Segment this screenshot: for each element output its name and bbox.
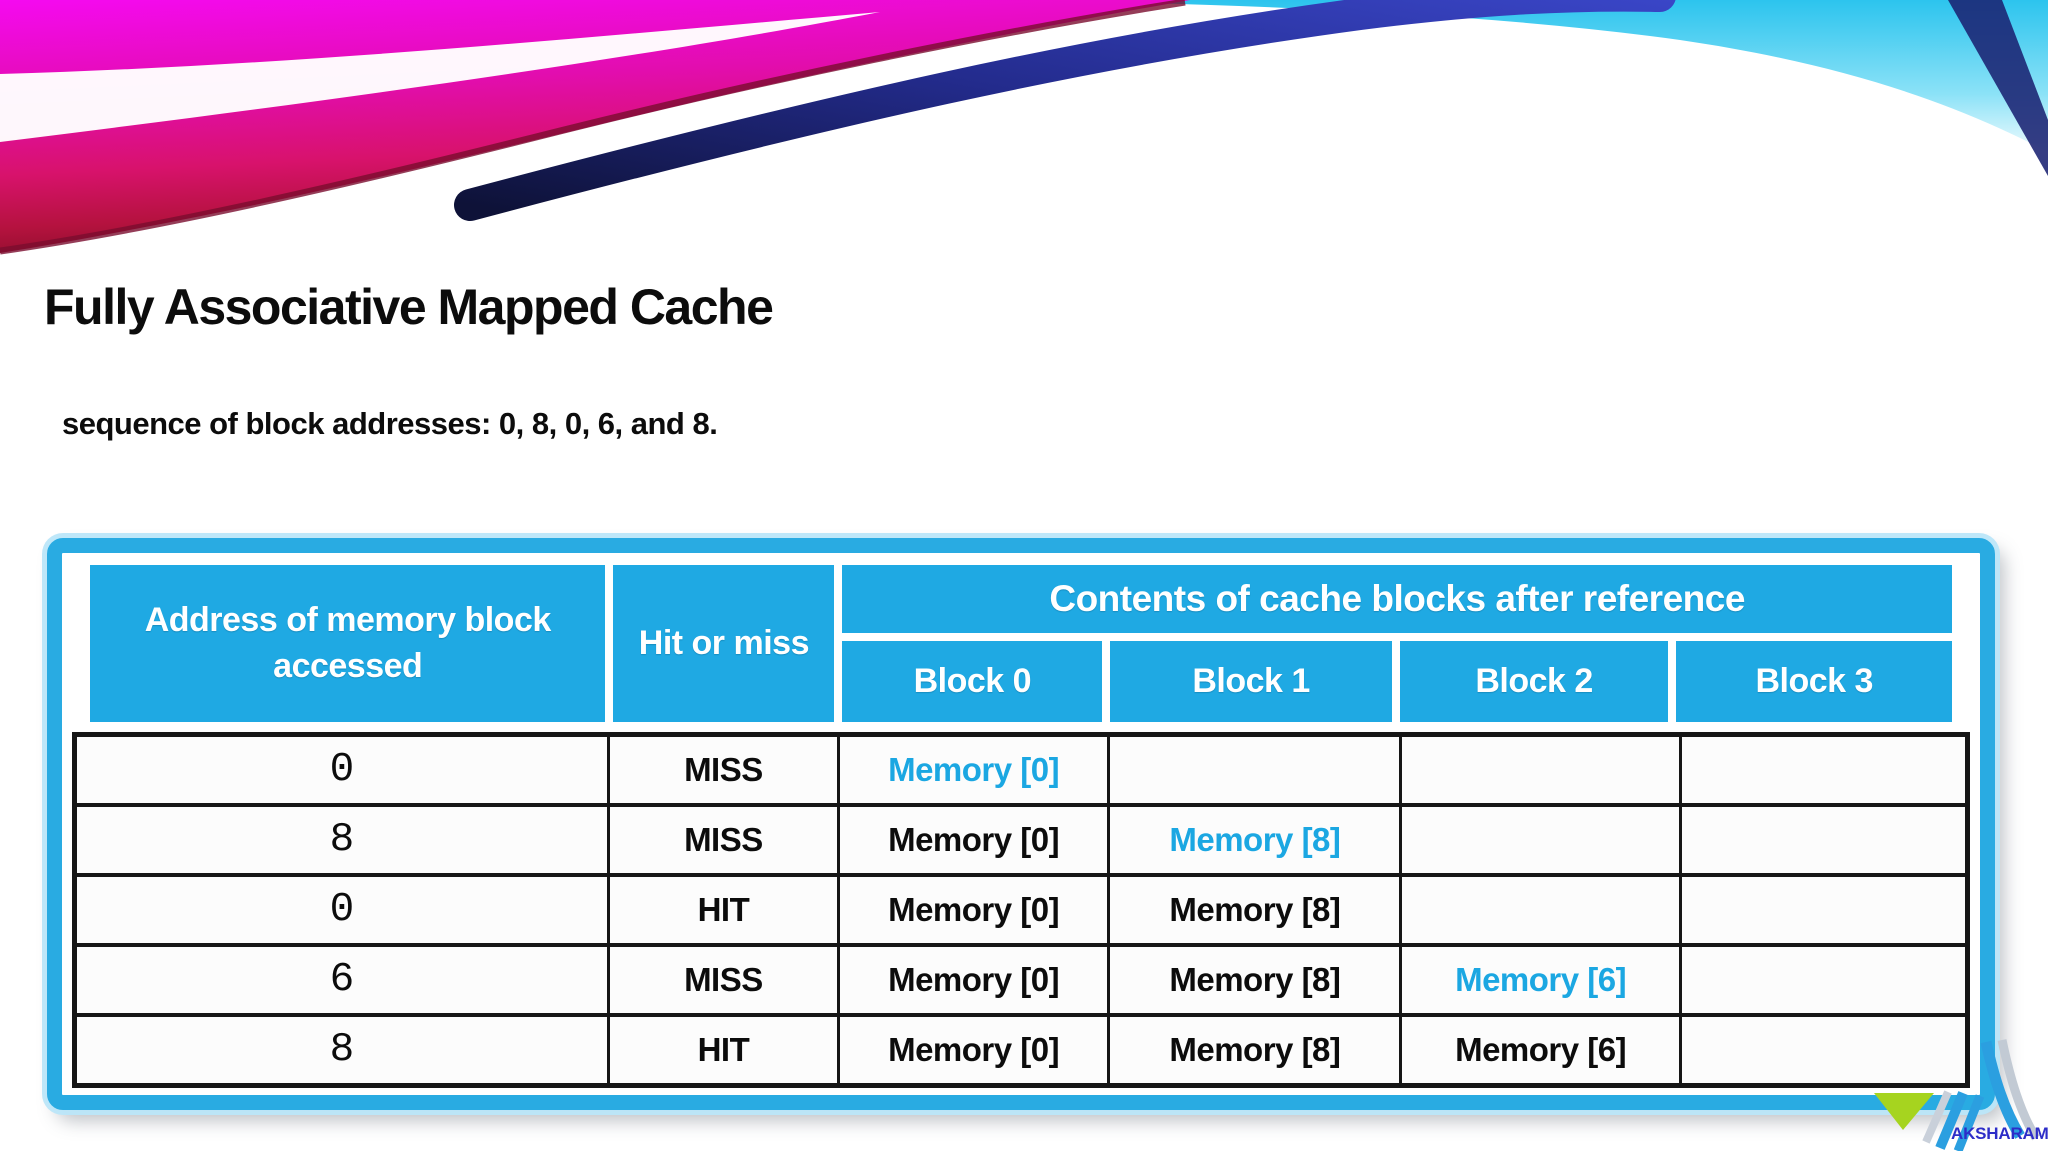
row-3-block-1-cell: Memory [8]	[1110, 947, 1400, 1013]
subtitle-sequence: sequence of block addresses: 0, 8, 0, 6,…	[62, 406, 718, 441]
row-4-block-1-cell: Memory [8]	[1110, 1017, 1400, 1083]
row-0-block-0-cell: Memory [0]	[839, 737, 1108, 803]
header-block-3: Block 3	[1676, 641, 1952, 722]
row-0-block-2-cell	[1402, 737, 1679, 803]
row-1-block-2-cell	[1402, 807, 1679, 873]
aksharam-logo-icon	[1874, 1039, 2040, 1151]
wave-graphic	[0, 0, 2048, 255]
row-0-hit-miss-cell: MISS	[609, 737, 837, 803]
logo-blue-tall-stroke	[1980, 1040, 2025, 1139]
row-2-block-1-cell: Memory [8]	[1110, 877, 1400, 943]
row-2-hit-miss-cell: HIT	[609, 877, 837, 943]
row-4-block-3-cell	[1681, 1017, 1965, 1083]
header-block-1: Block 1	[1110, 641, 1392, 722]
row-1-block-3-cell	[1681, 807, 1965, 873]
row-4-hit-miss-cell: HIT	[609, 1017, 837, 1083]
row-1-block-1-cell: Memory [8]	[1110, 807, 1400, 873]
logo-gray-slash	[1922, 1090, 1952, 1144]
cache-table-frame: Address of memory block accessed Hit or …	[47, 538, 1995, 1110]
cache-table-header: Address of memory block accessed Hit or …	[90, 565, 1952, 722]
wave-corner-stripe	[1948, 0, 2048, 176]
header-block-2: Block 2	[1399, 641, 1669, 722]
header-contents: Contents of cache blocks after reference	[842, 565, 1952, 633]
row-1-address-cell: 8	[77, 807, 607, 873]
row-4-block-0-cell: Memory [0]	[839, 1017, 1108, 1083]
header-block-0: Block 0	[842, 641, 1103, 722]
row-4-block-2-cell: Memory [6]	[1402, 1017, 1679, 1083]
wave-crimson-edge	[0, 0, 1186, 255]
row-0-address-cell: 0	[77, 737, 607, 803]
row-2-block-0-cell: Memory [0]	[839, 877, 1108, 943]
aksharam-logo-text: AKSHARAM	[1951, 1124, 2048, 1143]
logo-green-triangle	[1874, 1093, 1934, 1130]
wave-cyan-band	[1005, 0, 2048, 152]
row-2-block-3-cell	[1681, 877, 1965, 943]
logo-blue-slash-1	[1935, 1091, 1968, 1150]
row-4-address-cell: 8	[77, 1017, 607, 1083]
logo-blue-slash-2	[1953, 1094, 1985, 1151]
wave-white-swoosh	[0, 12, 880, 142]
row-2-address-cell: 0	[77, 877, 607, 943]
row-0-block-1-cell	[1110, 737, 1400, 803]
logo-gray-tall-stroke	[1997, 1039, 2040, 1141]
wave-navy-ribbon	[454, 0, 1676, 221]
row-3-block-3-cell	[1681, 947, 1965, 1013]
row-1-block-0-cell: Memory [0]	[839, 807, 1108, 873]
page-title: Fully Associative Mapped Cache	[44, 279, 774, 335]
row-0-block-3-cell	[1681, 737, 1965, 803]
row-3-block-0-cell: Memory [0]	[839, 947, 1108, 1013]
row-3-hit-miss-cell: MISS	[609, 947, 837, 1013]
row-3-block-2-cell: Memory [6]	[1402, 947, 1679, 1013]
row-1-hit-miss-cell: MISS	[609, 807, 837, 873]
header-address: Address of memory block accessed	[90, 565, 606, 722]
row-3-address-cell: 6	[77, 947, 607, 1013]
row-2-block-2-cell	[1402, 877, 1679, 943]
header-hit-or-miss: Hit or miss	[613, 565, 835, 722]
